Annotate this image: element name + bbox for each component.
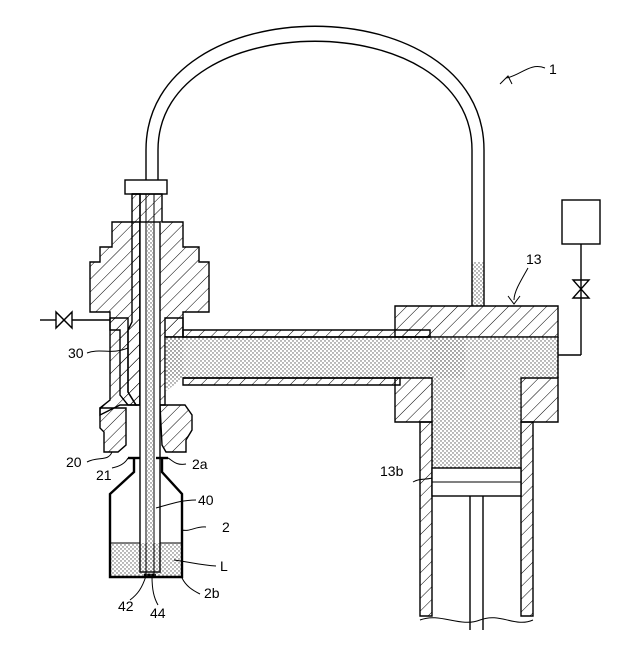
label-tip-44: 44 (150, 605, 166, 621)
nozzle-40 (140, 194, 160, 575)
label-container-13: 13 (526, 251, 542, 267)
label-tip-42: 42 (118, 598, 134, 614)
left-valve-line (40, 312, 110, 328)
label-member-20: 20 (66, 454, 82, 470)
label-opening-2a: 2a (192, 456, 208, 472)
top-cap (125, 180, 167, 194)
right-valve-line (558, 200, 600, 355)
label-liquid-L: L (220, 558, 228, 574)
label-device: 1 (549, 61, 557, 77)
label-bottom-2b: 2b (204, 585, 220, 601)
label-nozzle-40: 40 (198, 492, 214, 508)
valve-icon (56, 312, 72, 328)
reservoir-box (562, 200, 600, 244)
label-member-30: 30 (68, 345, 84, 361)
label-member-21: 21 (96, 467, 112, 483)
label-vessel-2: 2 (222, 519, 230, 535)
label-container-bottom: 13b (380, 463, 404, 479)
